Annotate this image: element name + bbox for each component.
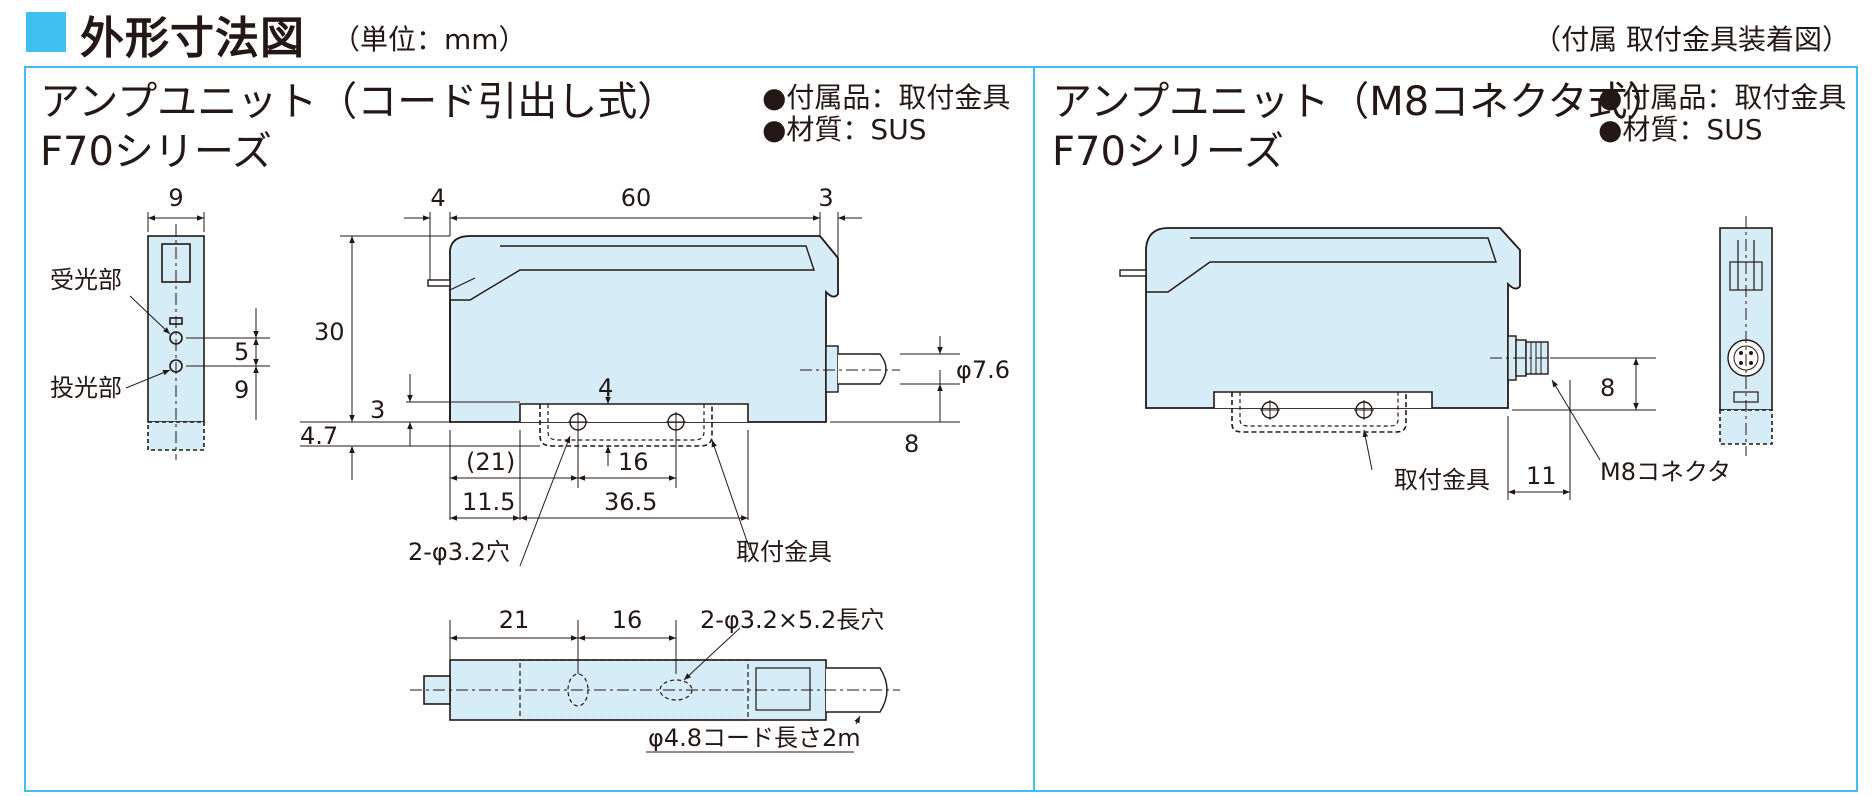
dim-5: 5 [234, 338, 249, 366]
dim-11-5: 11.5 [462, 488, 515, 516]
dim-4-top: 4 [430, 184, 445, 212]
dim-8-right: 8 [1600, 374, 1615, 402]
dim-phi7-6: φ7.6 [956, 356, 1010, 384]
dim-11: 11 [1526, 462, 1557, 490]
dim-21-paren: (21) [466, 448, 515, 476]
side-view [125, 212, 270, 460]
left-notes: ●付属品：取付金具 ●材質：SUS [762, 82, 1010, 146]
right-panel-series: F70シリーズ [1052, 129, 1284, 175]
connector-front-view [1119, 227, 1580, 433]
slot-label: 2-φ3.2×5.2長穴 [700, 606, 884, 634]
section-marker [26, 12, 66, 52]
dim-3-top: 3 [818, 184, 833, 212]
dim-21-bottom: 21 [499, 606, 530, 634]
connector-dimensions [1362, 357, 1656, 500]
dim-9-top: 9 [168, 184, 183, 212]
left-material-note: ●材質：SUS [762, 113, 927, 146]
right-panel-title: アンプユニット（M8コネクタ式） [1052, 79, 1668, 125]
right-material-note: ●材質：SUS [1598, 113, 1763, 146]
panel-divider [1033, 66, 1035, 792]
hole-label: 2-φ3.2穴 [408, 538, 510, 566]
page-title: 外形寸法図 [80, 13, 305, 64]
dim-30: 30 [314, 318, 345, 346]
receiver-label: 受光部 [50, 266, 122, 294]
dim-16: 16 [618, 448, 649, 476]
cord-label: φ4.8コード長さ2m [648, 724, 861, 752]
left-panel-title: アンプユニット（コード引出し式） [40, 79, 678, 125]
dim-8-left: 8 [904, 430, 919, 458]
dim-3-left: 3 [370, 396, 385, 424]
dim-9-side: 9 [234, 376, 249, 404]
emitter-label: 投光部 [50, 374, 122, 402]
left-accessory-note: ●付属品：取付金具 [762, 81, 1011, 114]
dim-16-bottom: 16 [612, 606, 643, 634]
left-panel-series: F70シリーズ [40, 129, 272, 175]
bracket-label-left: 取付金具 [736, 538, 832, 566]
connector-label: M8コネクタ [1600, 458, 1731, 486]
dim-36-5: 36.5 [604, 488, 657, 516]
drawing-frame [24, 66, 1858, 792]
page-header: 外形寸法図 （単位：mm） （付属 取付金具装着図） [0, 0, 1874, 64]
dim-4-mid: 4 [598, 374, 613, 402]
attachment-note: （付属 取付金具装着図） [1533, 23, 1850, 56]
right-accessory-note: ●付属品：取付金具 [1598, 81, 1847, 114]
dim-60: 60 [621, 184, 652, 212]
unit-label: （単位：mm） [332, 23, 527, 56]
dim-4-7: 4.7 [300, 422, 338, 450]
front-view [427, 235, 900, 447]
right-notes: ●付属品：取付金具 ●材質：SUS [1598, 82, 1846, 146]
bracket-label-right: 取付金具 [1394, 466, 1490, 494]
bottom-view [410, 620, 900, 725]
connector-side-view [1719, 216, 1773, 456]
front-dimensions [300, 212, 960, 567]
